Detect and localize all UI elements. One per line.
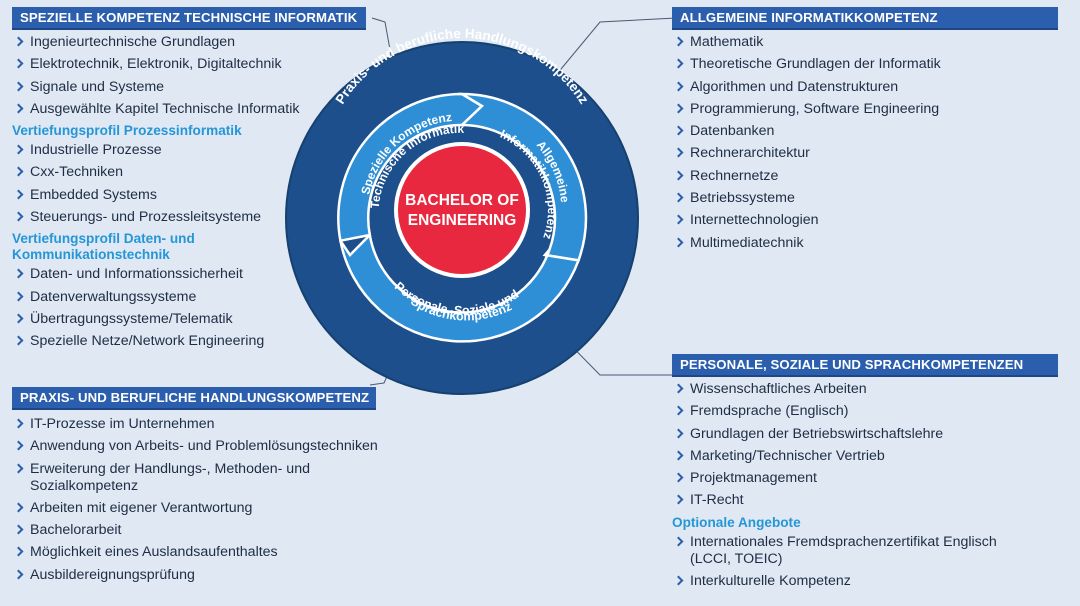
list-item: Projektmanagement [672,470,1060,487]
list-item: Betriebssysteme [672,190,1060,207]
list-item: Ausbildereignungsprüfung [12,567,392,584]
list-item: Datenverwaltungssysteme [12,289,372,306]
praxis-list: IT-Prozesse im Unternehmen Anwendung von… [12,416,392,584]
list-item-line2: Sozialkompetenz [30,477,139,494]
list-item: Ausgewählte Kapitel Technische Informati… [12,101,372,118]
list-item: Interkulturelle Kompetenz [672,573,1060,590]
center-circle [394,142,530,278]
optionale-list: Internationales Fremdsprachenzertifikat … [672,534,1060,590]
list-item: Ingenieurtechnische Grundlagen [12,34,372,51]
prozessinformatik-list: Industrielle Prozesse Cxx-Techniken Embe… [12,142,372,226]
list-item: Rechnernetze [672,168,1060,185]
list-item: Industrielle Prozesse [12,142,372,159]
panel-allgemeine-title: ALLGEMEINE INFORMATIKKOMPETENZ [672,7,1058,30]
center-label-line1: BACHELOR OF [405,192,519,209]
list-item: Internationales Fremdsprachenzertifikat … [672,534,1060,568]
list-item-line1: Internationales Fremdsprachenzertifikat … [690,533,997,550]
list-item-line2: (LCCI, TOEIC) [690,550,783,567]
panel-allgemeine-kompetenz: ALLGEMEINE INFORMATIKKOMPETENZ Mathemati… [672,7,1060,257]
list-item: Signale und Systeme [12,79,372,96]
list-item: Spezielle Netze/Network Engineering [12,333,372,350]
segments [337,92,588,343]
subheading-optionale-angebote: Optionale Angebote [672,514,801,530]
list-item: Datenbanken [672,123,1060,140]
list-item: Multimediatechnik [672,235,1060,252]
list-item: Cxx-Techniken [12,164,372,181]
list-item: Mathematik [672,34,1060,51]
list-item: Elektrotechnik, Elektronik, Digitaltechn… [12,56,372,73]
list-item: Steuerungs- und Prozessleitsysteme [12,209,372,226]
list-item: Theoretische Grundlagen der Informatik [672,56,1060,73]
list-item: Möglichkeit eines Auslandsaufenthaltes [12,544,392,561]
panel-praxis-kompetenz: PRAXIS- UND BERUFLICHE HANDLUNGSKOMPETEN… [12,387,392,589]
center-label-line2: ENGINEERING [408,212,517,229]
list-item: Marketing/Technischer Vertrieb [672,448,1060,465]
list-item: Daten- und Informationssicherheit [12,266,372,283]
list-item: Übertragungssysteme/Telematik [12,311,372,328]
list-item: Internettechnologien [672,212,1060,229]
panel-personale-kompetenz: PERSONALE, SOZIALE UND SPRACHKOMPETENZEN… [672,354,1060,595]
list-item: Algorithmen und Datenstrukturen [672,79,1060,96]
list-item: IT-Prozesse im Unternehmen [12,416,392,433]
subheading-datenkommunikation: Vertiefungsprofil Daten- und Kommunikati… [12,231,372,263]
panel-personale-title: PERSONALE, SOZIALE UND SPRACHKOMPETENZEN [672,354,1058,377]
spezielle-list: Ingenieurtechnische Grundlagen Elektrote… [12,34,372,118]
list-item: Embedded Systems [12,187,372,204]
panel-spezielle-title: SPEZIELLE KOMPETENZ TECHNISCHE INFORMATI… [12,7,366,30]
subheading-line1: Vertiefungsprofil Daten- und [12,231,195,247]
list-item: Rechnerarchitektur [672,145,1060,162]
segment-personale [339,232,581,343]
list-item: Bachelorarbeit [12,522,392,539]
panel-praxis-title: PRAXIS- UND BERUFLICHE HANDLUNGSKOMPETEN… [12,387,376,410]
datenkommunikation-list: Daten- und Informationssicherheit Datenv… [12,266,372,350]
allgemeine-list: Mathematik Theoretische Grundlagen der I… [672,34,1060,252]
list-item: Programmierung, Software Engineering [672,101,1060,118]
panel-spezielle-kompetenz: SPEZIELLE KOMPETENZ TECHNISCHE INFORMATI… [12,7,372,356]
subheading-prozessinformatik: Vertiefungsprofil Prozessinformatik [12,123,242,139]
list-item-line1: Erweiterung der Handlungs-, Methoden- un… [30,460,310,477]
list-item: Erweiterung der Handlungs-, Methoden- un… [12,461,392,495]
list-item: Anwendung von Arbeits- und Problemlösung… [12,438,392,455]
list-item: Grundlagen der Betriebswirtschaftslehre [672,426,1060,443]
list-item: Fremdsprache (Englisch) [672,403,1060,420]
subheading-line2: Kommunikationstechnik [12,247,170,263]
list-item: IT-Recht [672,492,1060,509]
personale-list: Wissenschaftliches Arbeiten Fremdsprache… [672,381,1060,509]
list-item: Wissenschaftliches Arbeiten [672,381,1060,398]
list-item: Arbeiten mit eigener Verantwortung [12,500,392,517]
